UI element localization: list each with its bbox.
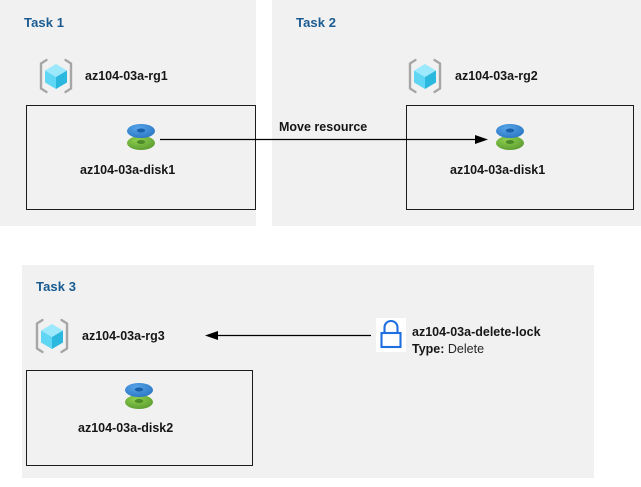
lock-to-rg3-arrow [203, 327, 373, 345]
task-2-disk-label: az104-03a-disk1 [450, 163, 546, 177]
task-3-lock-label: az104-03a-delete-lock [412, 325, 541, 339]
managed-disk-icon [490, 116, 530, 156]
resource-group-icon [33, 317, 71, 355]
move-resource-label: Move resource [279, 120, 368, 134]
task-3-title: Task 3 [36, 279, 77, 294]
task-3-lock-type: Type: Delete [412, 342, 484, 356]
task-1-resource-box [26, 105, 256, 210]
lock-type-key: Type: [412, 342, 445, 356]
task-3-resource-box [26, 370, 253, 466]
lock-type-value: Delete [447, 342, 485, 356]
task-2-resource-box [406, 105, 634, 210]
managed-disk-icon [121, 116, 161, 156]
resource-group-icon [406, 57, 444, 95]
task-3-disk-label: az104-03a-disk2 [78, 421, 174, 435]
task-2-rg-label: az104-03a-rg2 [455, 69, 538, 83]
task-1-rg-label: az104-03a-rg1 [85, 69, 168, 83]
task-2-title: Task 2 [296, 15, 337, 30]
lock-icon [376, 318, 406, 352]
task-1-title: Task 1 [24, 15, 65, 30]
resource-group-icon [37, 57, 75, 95]
task-2-panel [272, 0, 641, 226]
task-3-panel [22, 265, 594, 478]
task-3-rg-label: az104-03a-rg3 [82, 329, 165, 343]
managed-disk-icon [119, 375, 159, 415]
task-1-panel [0, 0, 256, 226]
move-resource-arrow [160, 130, 490, 150]
task-1-disk-label: az104-03a-disk1 [80, 163, 176, 177]
